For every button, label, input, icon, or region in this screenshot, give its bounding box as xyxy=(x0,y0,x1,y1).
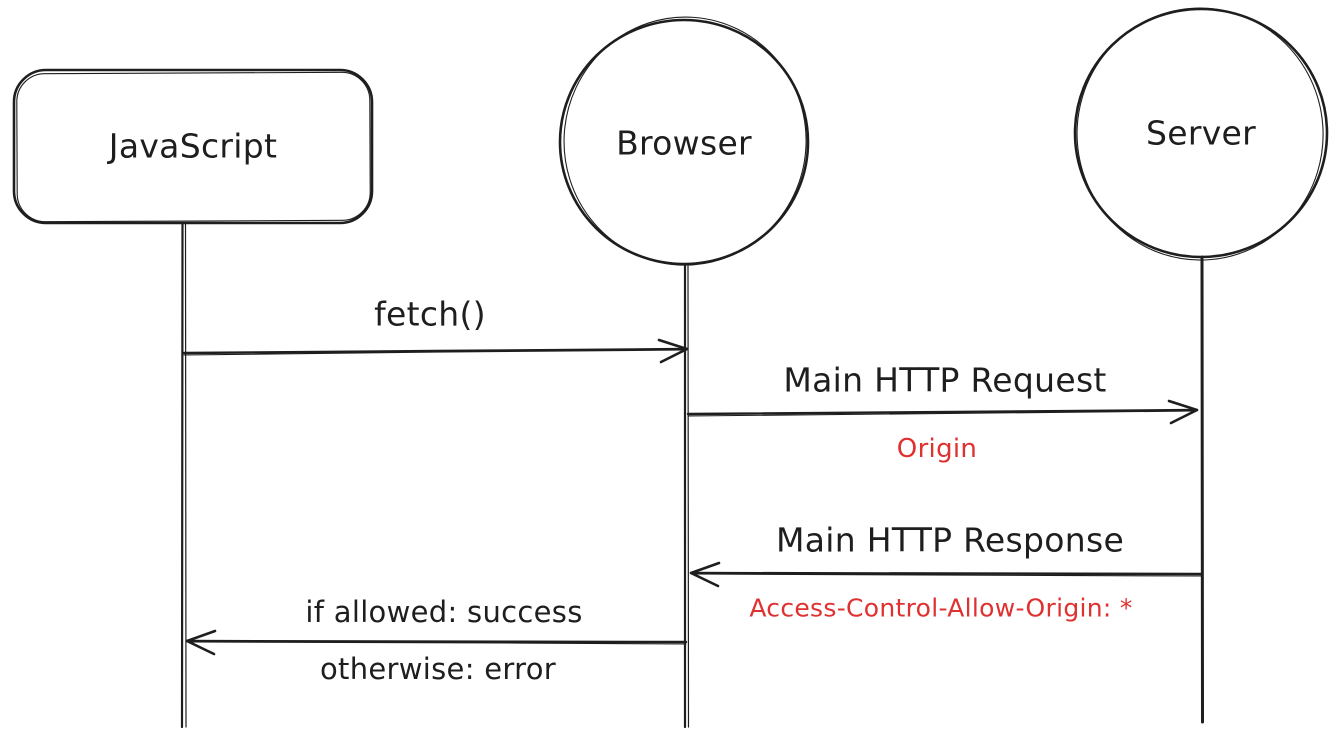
actor-browser-circle xyxy=(558,18,810,266)
message-request-label: Main HTTP Request xyxy=(783,360,1107,400)
actor-server-label: Server xyxy=(1145,113,1257,153)
actor-javascript-label: JavaScript xyxy=(108,126,278,166)
lifeline-javascript-sketch xyxy=(184,222,187,728)
actor-javascript-box-sketch xyxy=(16,71,371,223)
arrow-fetch-shaft-sketch xyxy=(183,349,687,356)
message-result-label-error: otherwise: error xyxy=(320,652,556,686)
arrow-response-shaft-sketch xyxy=(691,573,1203,577)
arrow-request-shaft-sketch xyxy=(687,410,1197,417)
message-request-annotation-origin: Origin xyxy=(896,434,978,464)
lifeline-browser-sketch xyxy=(687,265,690,728)
arrow-result-head xyxy=(185,629,217,656)
actor-browser-label: Browser xyxy=(616,123,752,163)
lifeline-javascript xyxy=(180,221,184,729)
arrow-request-head xyxy=(1167,399,1199,425)
lifeline-server xyxy=(1200,255,1204,724)
arrow-result-shaft-sketch xyxy=(187,641,687,645)
arrow-response-shaft xyxy=(690,571,1204,576)
actor-browser-circle-sketch xyxy=(563,16,807,266)
arrow-fetch-head xyxy=(657,338,689,364)
actor-javascript-box xyxy=(12,68,374,225)
message-response-label: Main HTTP Response xyxy=(775,520,1125,560)
arrow-request-shaft xyxy=(686,408,1198,416)
message-result-label-success: if allowed: success xyxy=(305,595,583,629)
actor-server-circle-sketch xyxy=(1076,7,1324,261)
arrow-result-shaft xyxy=(186,639,688,644)
arrow-response-head xyxy=(689,561,721,588)
message-response-annotation-acao: Access-Control-Allow-Origin: * xyxy=(749,593,1133,623)
arrow-fetch-shaft xyxy=(182,347,688,355)
message-fetch-label: fetch() xyxy=(374,294,486,334)
